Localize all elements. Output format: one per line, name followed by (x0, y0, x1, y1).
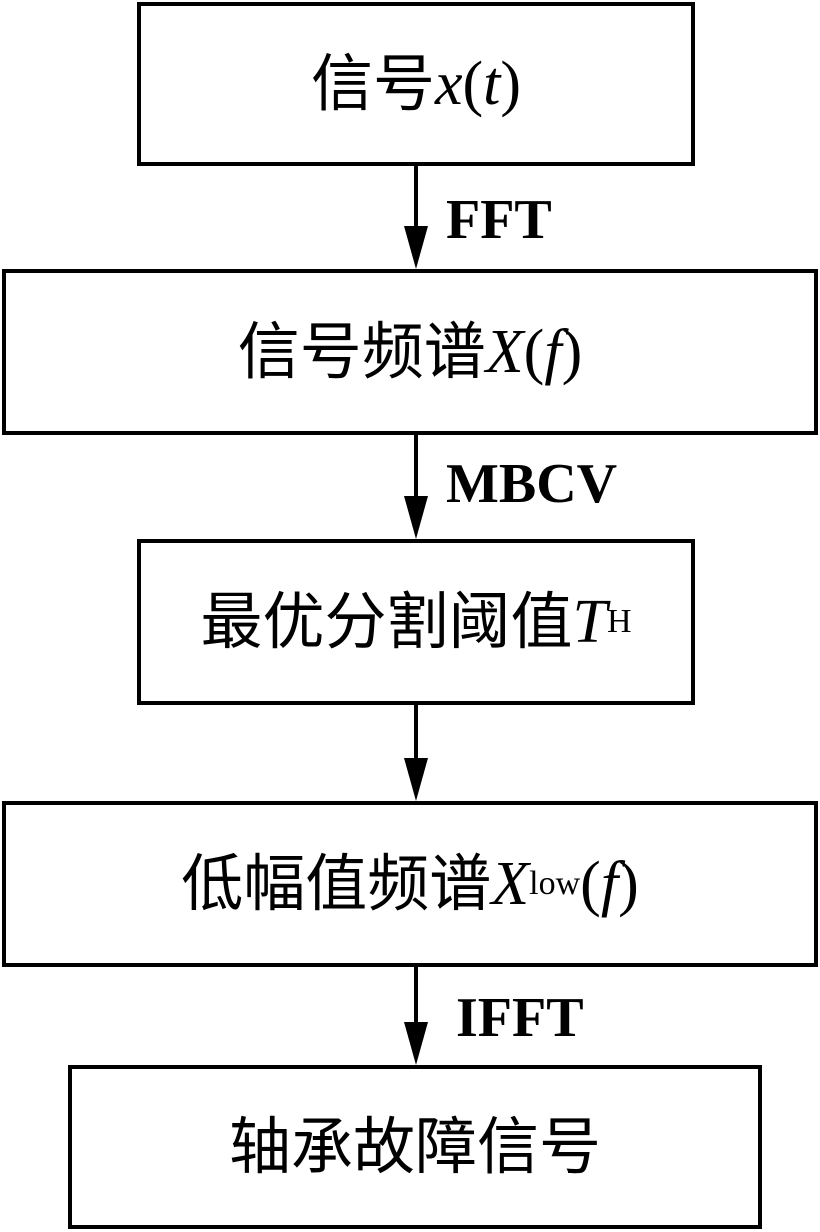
node-low-close-paren: ) (618, 850, 639, 918)
node-signal-var: x (434, 50, 463, 118)
edge-label-fft: FFT (446, 189, 552, 251)
edge-label-ifft: IFFT (456, 987, 584, 1049)
node-low-text: 低幅值频谱 (181, 847, 492, 920)
edge-label-mbcv: MBCV (446, 453, 618, 515)
node-threshold-sub: H (606, 603, 632, 640)
node-signal-arg: t (483, 50, 501, 118)
node-low-sub: low (529, 865, 581, 902)
node-signal-open-paren: ( (462, 50, 484, 118)
node-low-open-paren: ( (580, 850, 601, 918)
arrow-2 (404, 435, 428, 539)
node-threshold-var: T (572, 588, 607, 656)
node-bearing-fault-signal: 轴承故障信号 (68, 1065, 762, 1229)
node-spectrum-var: X (485, 318, 524, 386)
node-spectrum-open-paren: ( (523, 318, 545, 386)
node-threshold-text: 最优分割阈值 (200, 585, 573, 658)
arrow-4 (404, 967, 428, 1065)
arrow-3 (404, 705, 428, 801)
node-low-var: X (491, 850, 530, 918)
arrow-1 (404, 166, 428, 269)
node-spectrum-arg: f (544, 318, 562, 386)
node-spectrum-text: 信号频谱 (237, 315, 486, 388)
node-spectrum-close-paren: ) (561, 318, 583, 386)
node-low-arg: f (600, 850, 619, 918)
node-signal-close-paren: ) (500, 50, 522, 118)
node-signal-text: 信号 (310, 47, 435, 120)
node-fault-text: 轴承故障信号 (228, 1110, 601, 1183)
